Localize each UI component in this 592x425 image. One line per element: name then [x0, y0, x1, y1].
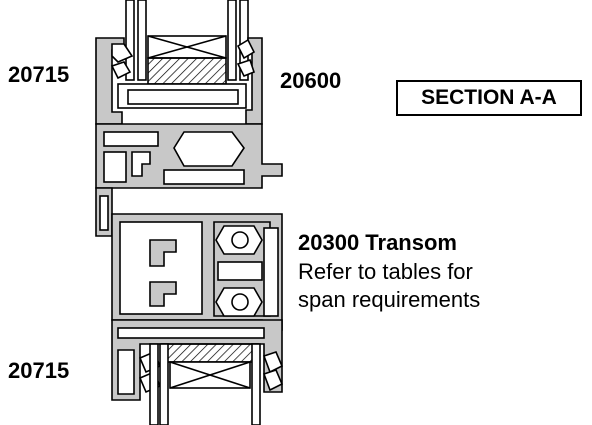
part-label-top-left: 20715	[8, 62, 70, 87]
bottom-glazing-unit	[149, 343, 261, 425]
bottom-glass-pane-left	[149, 343, 159, 425]
part-label-transom: 20300 Transom	[298, 230, 457, 255]
part-label-bottom-left: 20715	[8, 358, 70, 383]
section-title: SECTION A-A	[421, 86, 557, 109]
top-setting-block	[147, 57, 227, 85]
section-title-box: SECTION A-A	[396, 80, 582, 116]
top-glass-pane-right	[227, 0, 237, 81]
top-glazing-unit	[125, 0, 249, 85]
top-glass-pane-left	[125, 0, 135, 81]
top-frame-profile	[95, 37, 263, 125]
upper-frame-body	[95, 123, 283, 237]
bottom-glass-pane-right	[251, 343, 261, 425]
transom-note-line-2: span requirements	[298, 287, 481, 312]
lower-frame-profile	[111, 319, 284, 401]
bottom-setting-block	[161, 343, 259, 363]
part-label-top-right: 20600	[280, 68, 342, 93]
upper-thermal-chamber	[173, 131, 245, 167]
top-glass-pane-left-inner	[137, 0, 147, 81]
transom-note-line-1: Refer to tables for	[298, 259, 473, 284]
transom-profile	[111, 213, 283, 331]
